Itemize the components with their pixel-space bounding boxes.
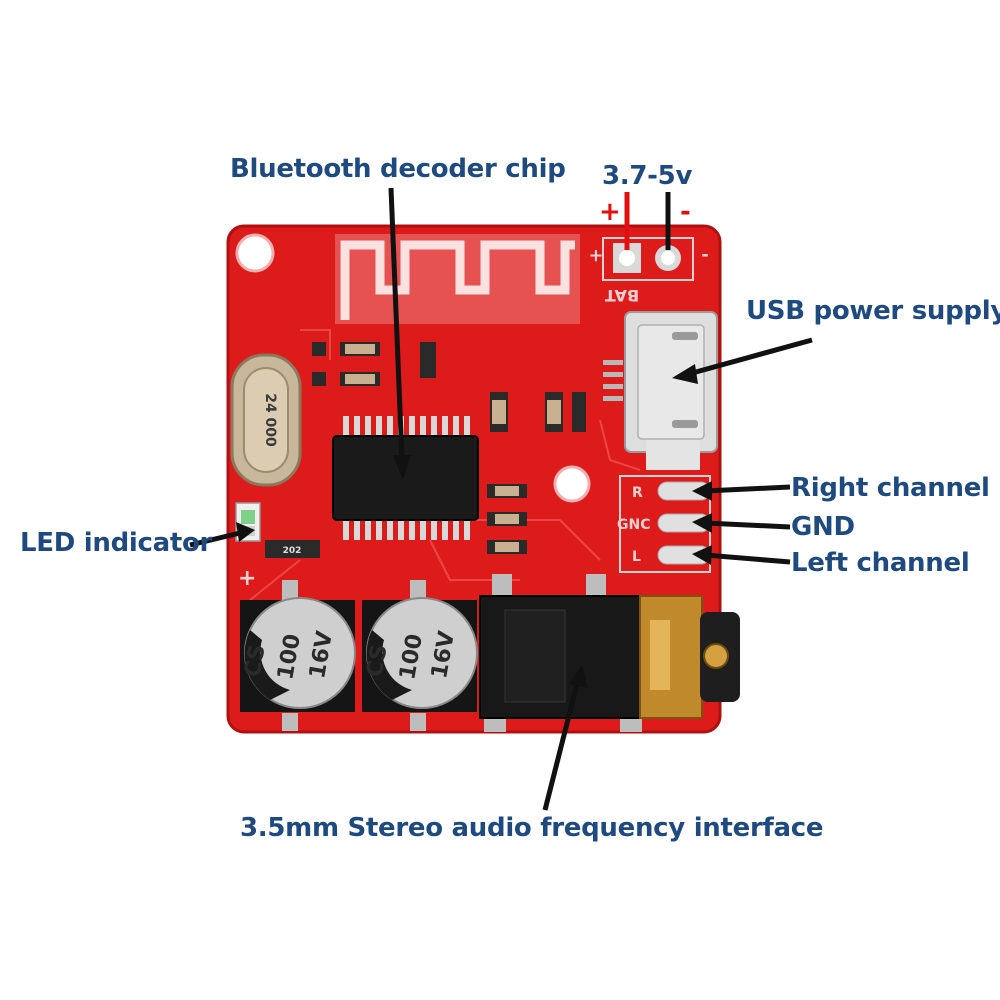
capacitor-left xyxy=(240,580,356,731)
arrow-bluetooth-chip xyxy=(388,187,405,461)
silkscreen-bat: BAT xyxy=(605,286,639,305)
label-bluetooth-chip: Bluetooth decoder chip xyxy=(230,154,566,184)
label-led: LED indicator xyxy=(20,528,213,558)
arrow-led xyxy=(189,530,241,548)
crystal-print: 24 000 xyxy=(262,393,278,447)
arrowhead-usb xyxy=(672,364,698,384)
arrowhead-bluetooth-chip xyxy=(393,455,411,480)
silkscreen-led-plus: + xyxy=(238,566,256,591)
label-plus: + xyxy=(599,197,621,227)
bluetooth-decoder-chip xyxy=(332,416,479,540)
capacitor-right xyxy=(362,580,478,731)
arrowhead-jack xyxy=(569,665,588,688)
arrow-usb xyxy=(684,337,813,378)
arrowhead-gnd xyxy=(692,513,712,533)
label-right-channel: Right channel xyxy=(791,473,990,503)
usb-connector xyxy=(603,311,718,470)
silkscreen-pad-gnd: GNC xyxy=(617,517,650,533)
silkscreen-bat-minus: - xyxy=(701,245,708,266)
label-gnd: GND xyxy=(791,512,855,542)
silkscreen-bat-plus: + xyxy=(588,245,603,266)
label-minus: - xyxy=(680,197,691,227)
cap2-print-1: CS xyxy=(362,643,392,679)
audio-jack xyxy=(479,574,740,732)
crystal-oscillator xyxy=(230,353,302,487)
pointer-arrows xyxy=(189,187,813,811)
label-jack: 3.5mm Stereo audio frequency interface xyxy=(240,813,824,843)
board-silkscreen: BAT + - R GNC L + xyxy=(238,245,709,591)
arrowhead-left-channel xyxy=(692,545,712,565)
cap1-print-1: CS xyxy=(240,643,270,679)
smd-components xyxy=(265,342,586,558)
silkscreen-pad-l: L xyxy=(632,549,641,565)
mounting-hole-top xyxy=(235,233,275,273)
label-left-channel: Left channel xyxy=(791,548,970,578)
arrowhead-right-channel xyxy=(692,481,712,501)
arrow-gnd xyxy=(704,520,791,530)
bluetooth-antenna xyxy=(335,234,580,324)
silkscreen-pad-r: R xyxy=(632,485,643,501)
label-voltage: 3.7-5v xyxy=(602,161,693,191)
arrow-left-channel xyxy=(704,552,791,565)
label-usb: USB power supply xyxy=(746,296,1000,326)
arrowhead-led xyxy=(236,522,255,542)
arrow-jack xyxy=(542,679,581,811)
battery-pads xyxy=(602,237,694,281)
resistor-print: 202 xyxy=(283,546,302,556)
mounting-hole-center xyxy=(553,465,591,503)
arrow-right-channel xyxy=(704,484,791,494)
